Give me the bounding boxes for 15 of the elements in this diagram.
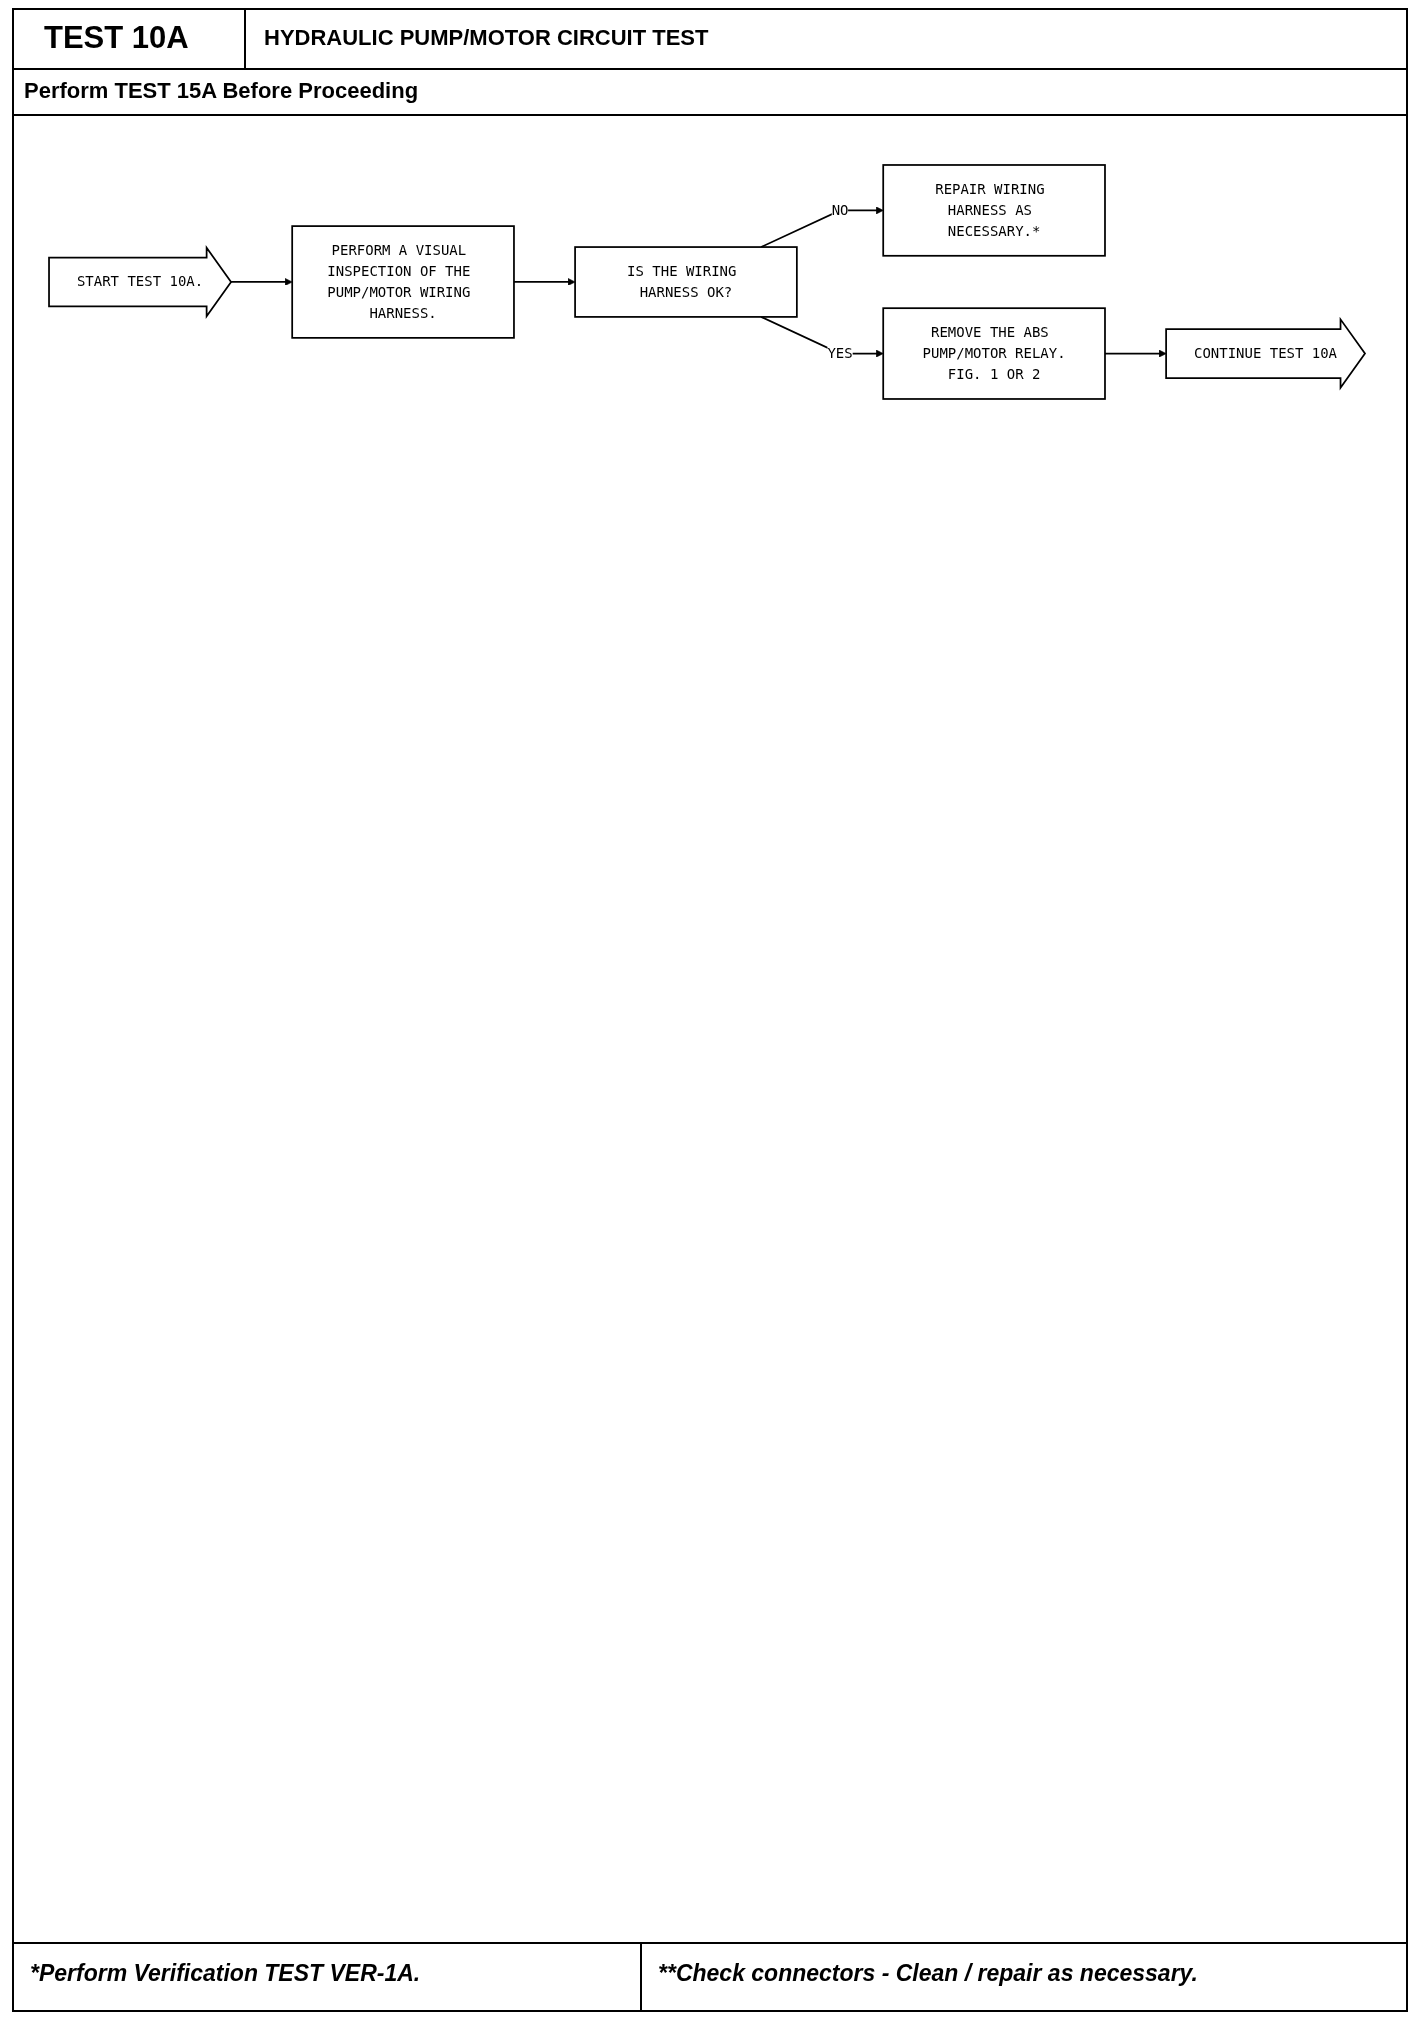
arrow bbox=[760, 206, 884, 248]
node-box: IS THE WIRING HARNESS OK? bbox=[574, 246, 798, 318]
footnote: *Perform Verification TEST VER-1A. bbox=[30, 1960, 421, 1988]
edge-label: YES bbox=[827, 344, 853, 362]
page-title: HYDRAULIC PUMP/MOTOR CIRCUIT TEST bbox=[264, 25, 709, 52]
footnote: **Check connectors - Clean / repair as necessary. bbox=[658, 1960, 1198, 1988]
node-box: REPAIR WIRING HARNESS AS NECESSARY.* bbox=[882, 164, 1106, 257]
arrow bbox=[513, 278, 576, 286]
prerequisite-note: Perform TEST 15A Before Proceeding bbox=[24, 78, 419, 105]
test-number: TEST 10A bbox=[44, 19, 189, 57]
node-box: REMOVE THE ABS PUMP/MOTOR RELAY. FIG. 1 OR 2 bbox=[882, 307, 1106, 400]
arrow bbox=[230, 278, 293, 286]
arrow bbox=[1104, 349, 1167, 358]
node-box: PERFORM A VISUAL INSPECTION OF THE PUMP/MOTOR WIRING HARNESS. bbox=[291, 225, 515, 339]
edge-label: NO bbox=[831, 201, 849, 219]
